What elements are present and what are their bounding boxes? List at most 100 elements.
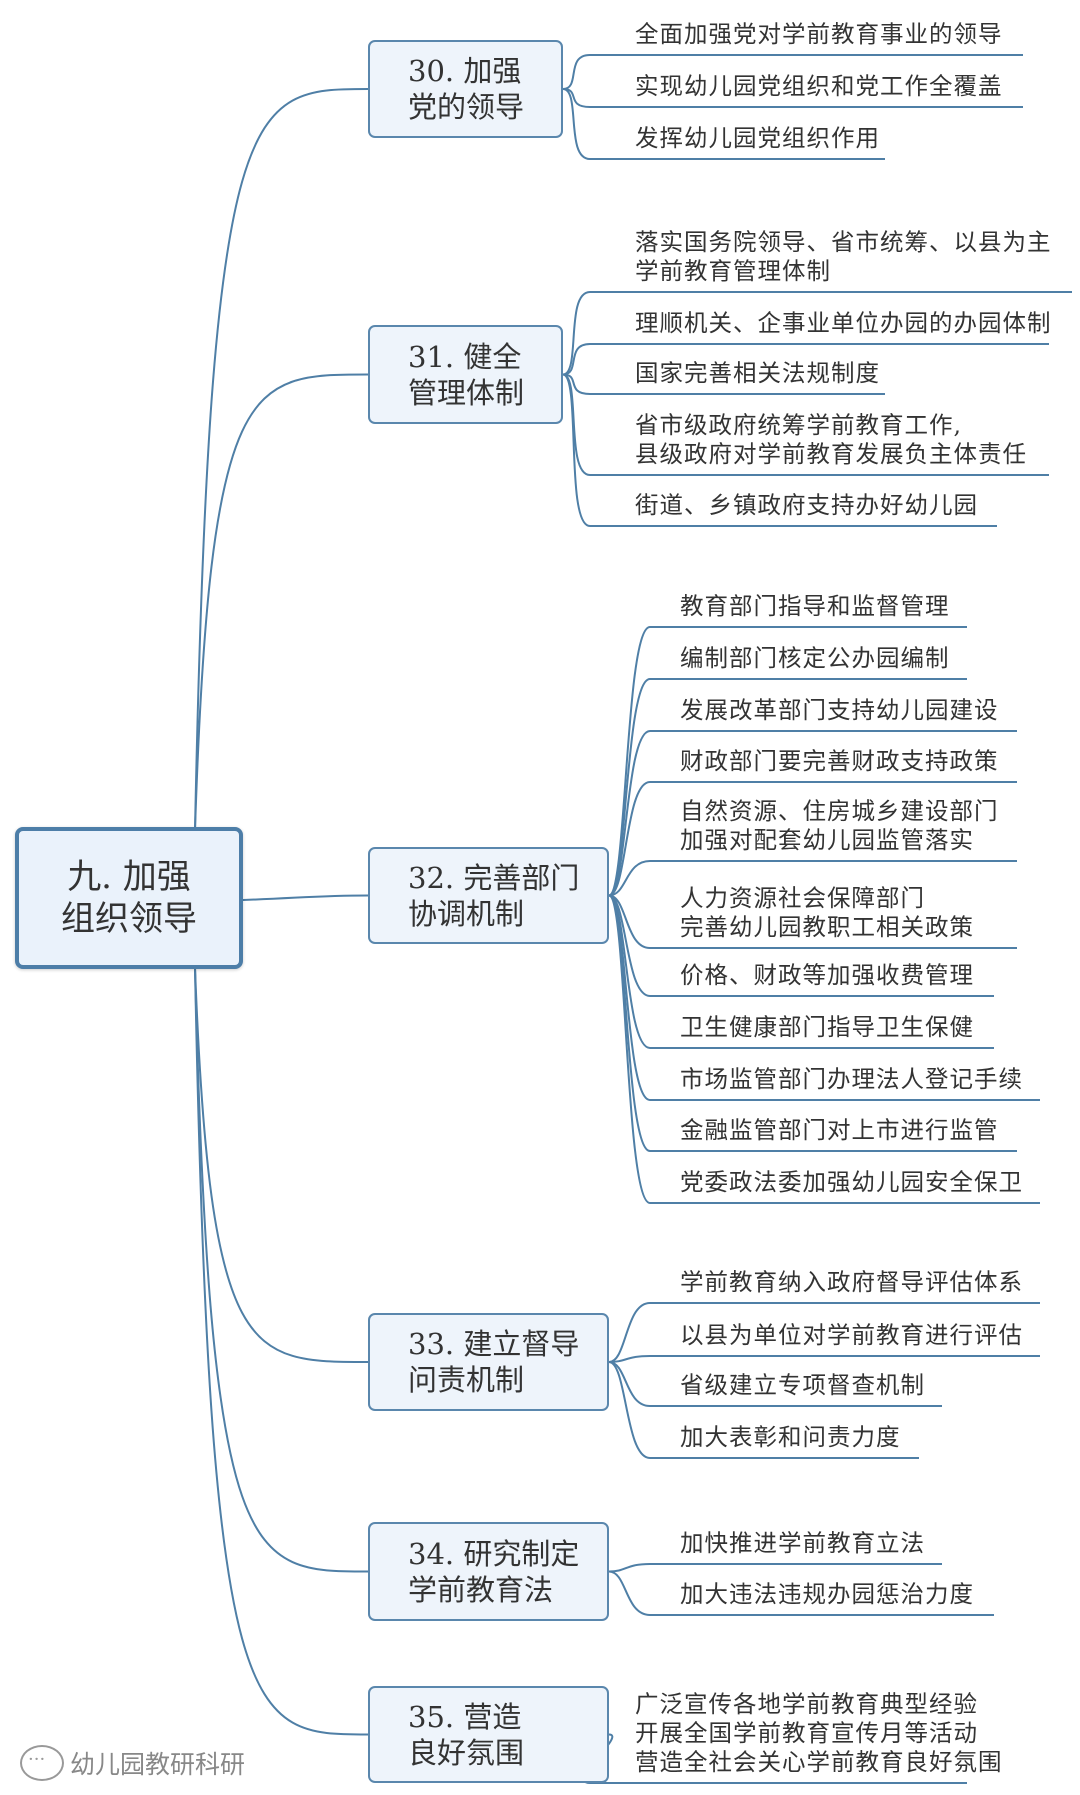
leaf-text-line: 教育部门指导和监督管理	[680, 592, 950, 620]
connector	[608, 730, 1017, 897]
branch-label-line: 问责机制	[408, 1363, 525, 1397]
leaf-node[interactable]: 国家完善相关法规制度	[635, 359, 880, 388]
leaf-text-line: 发挥幼儿园党组织作用	[635, 124, 880, 152]
leaf-node[interactable]: 自然资源、住房城乡建设部门加强对配套幼儿园监管落实	[680, 797, 999, 855]
leaf-node[interactable]: 加大违法违规办园惩治力度	[680, 1580, 974, 1609]
leaf-text-line: 卫生健康部门指导卫生保健	[680, 1013, 974, 1041]
leaf-text-line: 市场监管部门办理法人登记手续	[680, 1065, 1023, 1093]
leaf-node[interactable]: 省级建立专项督查机制	[680, 1371, 925, 1400]
connector	[608, 894, 1040, 1204]
leaf-node[interactable]: 财政部门要完善财政支持政策	[680, 747, 999, 776]
leaf-text-line: 广泛宣传各地学前教育典型经验	[635, 1690, 978, 1718]
leaf-node[interactable]: 编制部门核定公办园编制	[680, 644, 950, 673]
leaf-text-line: 发展改革部门支持幼儿园建设	[680, 696, 999, 724]
branch-node-34[interactable]: 34. 研究制定学前教育法	[368, 1522, 609, 1621]
connector	[242, 894, 369, 901]
leaf-node[interactable]: 加大表彰和问责力度	[680, 1423, 901, 1452]
branch-label-line: 31. 健全	[408, 339, 522, 374]
leaf-node[interactable]: 发展改革部门支持幼儿园建设	[680, 696, 999, 725]
root-label-line: 组织领导	[61, 899, 197, 939]
leaf-node[interactable]: 发挥幼儿园党组织作用	[635, 124, 880, 153]
connector	[608, 1355, 1040, 1363]
branch-label-line: 35. 营造	[408, 1699, 522, 1734]
connector	[194, 967, 369, 1736]
connector	[562, 88, 885, 160]
wechat-icon	[20, 1745, 64, 1781]
leaf-node[interactable]: 党委政法委加强幼儿园安全保卫	[680, 1168, 1023, 1197]
leaf-text-line: 加快推进学前教育立法	[680, 1529, 925, 1557]
leaf-text-line: 财政部门要完善财政支持政策	[680, 747, 999, 775]
root-node[interactable]: 九. 加强 组织领导	[15, 827, 243, 969]
connector	[608, 1563, 942, 1573]
branch-label-line: 32. 完善部门	[408, 860, 580, 895]
leaf-text-line: 学前教育管理体制	[635, 257, 831, 285]
branch-label-line: 30. 加强	[408, 54, 522, 88]
leaf-text-line: 落实国务院领导、省市统筹、以县为主	[635, 228, 1052, 256]
branch-label-line: 34. 研究制定	[408, 1536, 580, 1571]
watermark: 幼儿园教研科研	[20, 1745, 245, 1781]
leaf-text-line: 理顺机关、企事业单位办园的办园体制	[635, 309, 1052, 337]
leaf-text-line: 金融监管部门对上市进行监管	[680, 1116, 999, 1144]
branch-label-line: 协调机制	[408, 896, 525, 931]
connector	[562, 54, 1023, 90]
leaf-node[interactable]: 教育部门指导和监督管理	[680, 592, 950, 621]
connector	[194, 967, 369, 1363]
connector	[194, 967, 369, 1573]
leaf-node[interactable]: 市场监管部门办理法人登记手续	[680, 1065, 1023, 1094]
branch-node-31[interactable]: 31. 健全管理体制	[368, 325, 563, 424]
leaf-node[interactable]: 价格、财政等加强收费管理	[680, 961, 974, 990]
leaf-text-line: 加强对配套幼儿园监管落实	[680, 826, 974, 854]
leaf-text-line: 省市级政府统筹学前教育工作,	[635, 411, 962, 439]
leaf-text-line: 加大违法违规办园惩治力度	[680, 1580, 974, 1608]
leaf-node[interactable]: 加快推进学前教育立法	[680, 1529, 925, 1558]
leaf-node[interactable]: 人力资源社会保障部门完善幼儿园教职工相关政策	[680, 884, 974, 942]
leaf-text-line: 国家完善相关法规制度	[635, 359, 880, 387]
leaf-text-line: 以县为单位对学前教育进行评估	[680, 1321, 1023, 1349]
branch-node-35[interactable]: 35. 营造良好氛围	[368, 1686, 609, 1783]
branch-label-line: 管理体制	[408, 375, 525, 410]
leaf-node[interactable]: 理顺机关、企事业单位办园的办园体制	[635, 309, 1052, 338]
branch-label-line: 党的领导	[408, 90, 525, 124]
connector	[562, 88, 1023, 108]
leaf-node[interactable]: 广泛宣传各地学前教育典型经验开展全国学前教育宣传月等活动营造全社会关心学前教育良…	[635, 1690, 1003, 1777]
connector	[608, 781, 1017, 897]
branch-label-line: 良好氛围	[408, 1735, 525, 1770]
leaf-text-line: 党委政法委加强幼儿园安全保卫	[680, 1168, 1023, 1196]
leaf-node[interactable]: 落实国务院领导、省市统筹、以县为主学前教育管理体制	[635, 228, 1052, 286]
leaf-text-line: 学前教育纳入政府督导评估体系	[680, 1268, 1023, 1296]
branch-node-32[interactable]: 32. 完善部门协调机制	[368, 847, 609, 944]
leaf-node[interactable]: 金融监管部门对上市进行监管	[680, 1116, 999, 1145]
connector	[608, 1302, 1040, 1363]
connector	[608, 1570, 994, 1616]
watermark-text: 幼儿园教研科研	[70, 1750, 246, 1779]
connector	[562, 373, 997, 527]
leaf-node[interactable]: 全面加强党对学前教育事业的领导	[635, 20, 1003, 49]
connector	[562, 373, 885, 395]
leaf-text-line: 加大表彰和问责力度	[680, 1423, 901, 1451]
leaf-text-line: 自然资源、住房城乡建设部门	[680, 797, 999, 825]
connector	[608, 1361, 919, 1459]
leaf-node[interactable]: 以县为单位对学前教育进行评估	[680, 1321, 1023, 1350]
connector	[608, 1361, 942, 1407]
connector	[562, 291, 1072, 376]
leaf-text-line: 县级政府对学前教育发展负主体责任	[635, 440, 1027, 468]
leaf-node[interactable]: 省市级政府统筹学前教育工作,县级政府对学前教育发展负主体责任	[635, 411, 1027, 469]
branch-node-30[interactable]: 30. 加强党的领导	[368, 40, 563, 138]
leaf-text-line: 人力资源社会保障部门	[680, 884, 925, 912]
leaf-node[interactable]: 卫生健康部门指导卫生保健	[680, 1013, 974, 1042]
leaf-text-line: 省级建立专项督查机制	[680, 1371, 925, 1399]
leaf-text-line: 完善幼儿园教职工相关政策	[680, 913, 974, 941]
connector	[194, 373, 369, 831]
branch-label-line: 33. 建立督导	[408, 1327, 580, 1361]
leaf-node[interactable]: 街道、乡镇政府支持办好幼儿园	[635, 491, 978, 520]
leaf-text-line: 编制部门核定公办园编制	[680, 644, 950, 672]
leaf-node[interactable]: 实现幼儿园党组织和党工作全覆盖	[635, 72, 1003, 101]
leaf-node[interactable]: 学前教育纳入政府督导评估体系	[680, 1268, 1023, 1297]
leaf-text-line: 实现幼儿园党组织和党工作全覆盖	[635, 72, 1003, 100]
branch-label-line: 学前教育法	[408, 1572, 554, 1607]
leaf-text-line: 营造全社会关心学前教育良好氛围	[635, 1748, 1003, 1776]
branch-node-33[interactable]: 33. 建立督导问责机制	[368, 1313, 609, 1411]
connector	[608, 860, 1017, 897]
